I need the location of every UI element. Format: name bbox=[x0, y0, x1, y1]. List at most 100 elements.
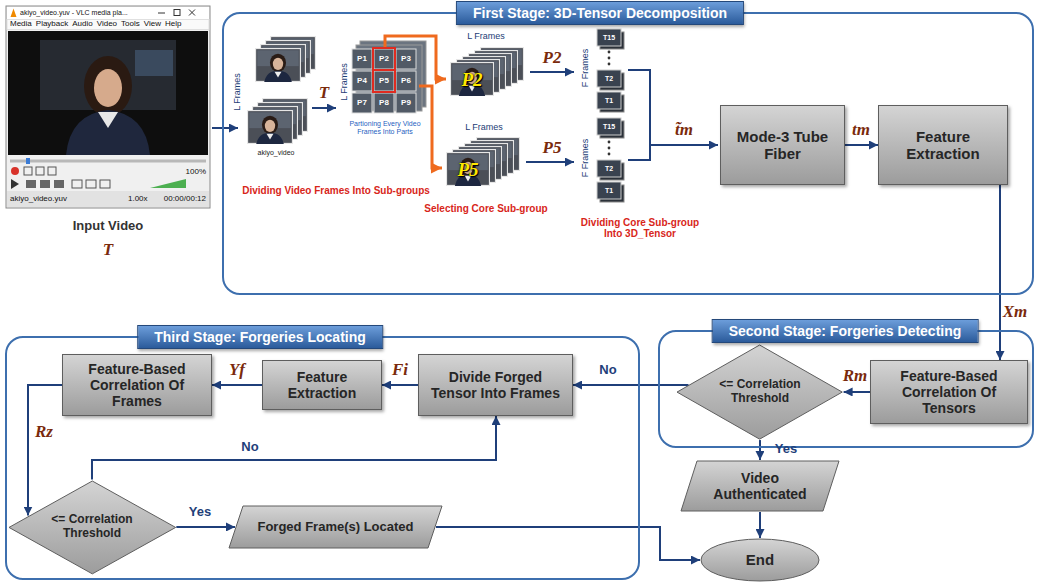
core-subgroup-stack bbox=[451, 63, 494, 96]
figure-label: T bbox=[103, 241, 113, 260]
video-frame bbox=[40, 40, 176, 155]
node-label: End bbox=[746, 551, 774, 568]
video-frame bbox=[66, 110, 150, 155]
video-frame bbox=[98, 112, 118, 128]
connector bbox=[92, 416, 496, 480]
core-subgroup-stack bbox=[447, 153, 490, 186]
decision-diamond-shape bbox=[677, 345, 842, 439]
figure-label: T15 bbox=[603, 123, 615, 131]
connector bbox=[28, 385, 62, 516]
edge-label: Yf bbox=[229, 361, 245, 380]
connector bbox=[999, 185, 1001, 360]
figure-label: P5 bbox=[543, 139, 562, 158]
figure-label: T2 bbox=[605, 75, 613, 83]
partition-grid bbox=[352, 71, 372, 91]
process-box: Mode-3 Tube Fiber bbox=[720, 105, 845, 185]
figure-label: Dividing Video Frames Into Sub-groups bbox=[242, 185, 430, 196]
video-frame bbox=[40, 40, 176, 110]
node-label: Forged Frame(s) Located bbox=[257, 520, 413, 535]
figure-label: P7 bbox=[357, 99, 367, 108]
terminal-ellipse-shape bbox=[701, 539, 819, 581]
flow-arrow bbox=[312, 107, 336, 109]
node-label: Feature Extraction bbox=[269, 369, 375, 401]
node-label: <= Correlation Threshold bbox=[714, 378, 806, 406]
player-controls bbox=[11, 179, 19, 189]
tensor-column bbox=[597, 160, 621, 177]
node-label: Mode-3 Tube Fiber bbox=[727, 128, 838, 163]
vlc-window bbox=[8, 31, 208, 155]
flow-arrow bbox=[628, 70, 650, 160]
player-controls bbox=[24, 167, 32, 175]
video-frame bbox=[84, 56, 132, 116]
figure-label: T bbox=[319, 84, 329, 103]
tensor-column bbox=[608, 141, 611, 144]
tensor-column bbox=[597, 118, 621, 135]
connector bbox=[382, 384, 418, 386]
partition-grid bbox=[396, 93, 416, 113]
player-controls bbox=[26, 158, 30, 164]
figure-label: 1.00x bbox=[128, 195, 148, 204]
select-arrow bbox=[385, 36, 446, 168]
figure-label: T2 bbox=[605, 165, 613, 173]
flow-arrow bbox=[650, 144, 718, 146]
figure-label: P3 bbox=[401, 55, 411, 64]
figure-label: L Frames bbox=[465, 123, 503, 133]
figure-label: P2 bbox=[543, 49, 562, 68]
tensor-column bbox=[597, 29, 624, 202]
vlc-window bbox=[6, 6, 210, 208]
player-controls bbox=[10, 160, 206, 163]
frame-stack bbox=[256, 49, 301, 82]
flow-arrow bbox=[530, 71, 574, 73]
player-controls bbox=[54, 180, 64, 188]
player-controls bbox=[40, 180, 50, 188]
menu-bar: MediaPlaybackAudioVideoToolsViewHelp bbox=[10, 20, 181, 30]
figure-label: 00:00/00:12 bbox=[164, 195, 206, 204]
figure-label: L Frames bbox=[233, 73, 243, 111]
stage-title: Second Stage: Forgeries Detecting bbox=[712, 319, 979, 343]
edge-label: No bbox=[241, 440, 258, 454]
node-label: <= Correlation Threshold bbox=[46, 513, 138, 541]
figure-label: P2 bbox=[379, 55, 389, 64]
tensor-column bbox=[608, 57, 611, 60]
edge-label: Yes bbox=[189, 505, 211, 519]
figure-label: Dividing Core Sub-group Into 3D_Tensor bbox=[573, 217, 708, 239]
edge-label: Rm bbox=[843, 367, 868, 386]
partition-grid bbox=[373, 70, 395, 92]
player-controls bbox=[150, 179, 186, 188]
process-box: Divide Forged Tensor Into Frames bbox=[418, 354, 573, 416]
partition-grid bbox=[374, 93, 394, 113]
figure-label: F Frames bbox=[581, 139, 591, 178]
menu-item: Media bbox=[10, 20, 32, 29]
vlc-window bbox=[189, 10, 195, 16]
select-arrow bbox=[385, 36, 446, 79]
partition-grid bbox=[396, 49, 416, 69]
partition-grid bbox=[374, 71, 394, 91]
tensor-column bbox=[608, 147, 611, 150]
figure-label: P9 bbox=[401, 99, 411, 108]
menu-item: Help bbox=[165, 20, 181, 29]
menu-item: Video bbox=[97, 20, 117, 29]
figure-label: akiyo_video bbox=[258, 149, 295, 157]
frame-stack bbox=[248, 111, 293, 144]
node-label: Video Authenticated bbox=[703, 470, 817, 502]
figure-label: P5 bbox=[379, 77, 389, 86]
stage-title: First Stage: 3D-Tensor Decomposition bbox=[456, 1, 744, 25]
partition-grid bbox=[373, 48, 395, 70]
figure-label: P1 bbox=[357, 55, 367, 64]
process-box: Feature-Based Correlation Of Tensors bbox=[870, 360, 1028, 424]
output-parallelogram: Forged Frame(s) Located bbox=[228, 505, 443, 549]
figure-label: T1 bbox=[605, 187, 613, 195]
player-controls bbox=[48, 167, 56, 175]
figure-label: T15 bbox=[603, 34, 615, 42]
flow-arrow bbox=[526, 161, 574, 163]
edge-label: Fi bbox=[392, 361, 408, 380]
node-label: Feature-Based Correlation Of Tensors bbox=[877, 368, 1021, 416]
vlc-window bbox=[174, 10, 180, 16]
select-arrow bbox=[419, 86, 442, 168]
stage-panel: Mode-3 Tube FiberFeature ExtractionFirst… bbox=[222, 12, 1034, 295]
vlc-window bbox=[11, 9, 17, 18]
connector bbox=[212, 384, 262, 386]
partition-grid bbox=[396, 71, 416, 91]
player-controls bbox=[36, 167, 44, 175]
edge-label: tm bbox=[852, 121, 870, 140]
